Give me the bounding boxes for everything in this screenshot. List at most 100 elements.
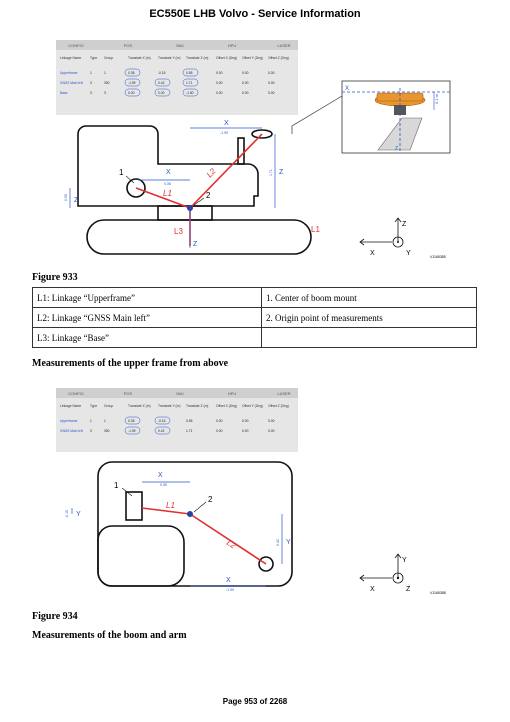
config-column-header: Linkage Name <box>60 404 81 408</box>
value-highlight <box>124 416 141 425</box>
legend-cell <box>261 327 477 348</box>
dim2-x-bottom-value: -1.99 <box>226 588 234 592</box>
config-cell: 0.00 <box>216 71 223 75</box>
config-tab-config: CONFIG <box>68 391 84 396</box>
legend-row: L3: Linkage “Base” <box>32 327 477 348</box>
inset-x-label: X <box>345 86 349 92</box>
dim2-x-bottom: X <box>226 577 231 584</box>
linkage-lines-2 <box>141 507 267 565</box>
dim-x-mid-value: 0.35 <box>164 182 171 186</box>
dim2-y-right-value: 0.42 <box>276 539 280 546</box>
config-cell: 0.42 <box>158 429 165 433</box>
config-column-header: Offset Y (Deg) <box>242 56 263 60</box>
label-L2: L2 <box>205 166 218 179</box>
legend-cell: 2. Origin point of measurements <box>261 307 477 328</box>
config-cell: 1 <box>104 71 106 75</box>
config-column-header: Offset Z (Deg) <box>268 404 289 408</box>
config-cell: 0.00 <box>242 71 249 75</box>
axis2-z-label: Z <box>406 586 411 593</box>
dim-x-top: X <box>224 120 229 127</box>
config-tab-hpu: HPU <box>228 43 237 48</box>
axes-indicator-1 <box>359 217 404 248</box>
config-column-header: Translate Z (m) <box>186 56 208 60</box>
config-column-header: Type <box>90 56 97 60</box>
figure-933-caption: Figure 933 <box>32 272 78 283</box>
antenna-inset: X Z 0.1 m <box>341 80 451 154</box>
dim2-y-left: Y <box>76 511 81 518</box>
value-highlight <box>154 416 171 425</box>
linkage-lines <box>135 133 263 246</box>
config-cell: 3 <box>104 91 106 95</box>
config-cell: 3 <box>90 429 92 433</box>
config-cell: 0.42 <box>158 81 165 85</box>
config-tab-imu: IMU <box>176 391 183 396</box>
dim-z-left: Z <box>74 197 79 204</box>
config-cell: GNSS Main left <box>60 429 83 433</box>
config-cell: 300 <box>104 429 110 433</box>
point2-2-label: 2 <box>208 495 213 504</box>
config-cell: 0.00 <box>268 71 275 75</box>
config-cell: 0.00 <box>216 91 223 95</box>
config-column-header: Offset X (Deg) <box>216 56 237 60</box>
axis-y-label: Y <box>406 250 411 257</box>
config-cell: 1 <box>90 419 92 423</box>
figure-code-2: V1165388 <box>430 591 446 595</box>
config-cell: 1 <box>90 71 92 75</box>
excavator-top-view <box>97 461 293 587</box>
config-cell: -0.15 <box>158 419 166 423</box>
config-cell: -1.99 <box>128 429 136 433</box>
point-2-label: 2 <box>206 191 211 200</box>
value-highlight <box>182 78 199 87</box>
dim-z-bottom: Z <box>193 241 198 248</box>
inset-z-label: Z <box>395 146 398 152</box>
legend-table: L1: Linkage “Upperframe”1. Center of boo… <box>32 287 477 348</box>
value-highlight <box>124 68 141 77</box>
axis-z-label: Z <box>402 221 407 228</box>
config-cell: 1.71 <box>186 429 193 433</box>
config-tab-imu: IMU <box>176 43 183 48</box>
point2-1-label: 1 <box>114 481 119 490</box>
figure-934-caption: Figure 934 <box>32 611 78 622</box>
excavator-side-view <box>77 125 312 255</box>
config-cell: 300 <box>104 81 110 85</box>
config-tab-pos: POS <box>124 391 133 396</box>
legend-row: L1: Linkage “Upperframe”1. Center of boo… <box>32 287 477 308</box>
config-column-header: Offset Z (Deg) <box>268 56 289 60</box>
config-cell: -1.50 <box>186 91 194 95</box>
dimension-lines <box>69 127 276 248</box>
config-column-header: Translate Y (m) <box>158 56 180 60</box>
config-cell: -1.99 <box>128 81 136 85</box>
value-highlight <box>154 426 171 435</box>
legend-cell: 1. Center of boom mount <box>261 287 477 308</box>
config-cell: 0.55 <box>186 419 193 423</box>
config-cell: 0.00 <box>216 81 223 85</box>
config-tab-laser: LASER <box>277 391 290 396</box>
label-L3: L3 <box>174 227 183 236</box>
dim2-x-top-value: 0.35 <box>160 483 167 487</box>
config-cell: 0.00 <box>268 91 275 95</box>
legend-cell: L2: Linkage “GNSS Main left” <box>32 307 262 328</box>
dim-z-right-value: 1.71 <box>269 169 273 176</box>
section-heading-boom-arm: Measurements of the boom and arm <box>32 630 187 641</box>
dim2-x-top: X <box>158 472 163 479</box>
config-column-header: Offset Y (Deg) <box>242 404 263 408</box>
label2-L1: L1 <box>166 501 175 510</box>
value-highlight <box>154 78 171 87</box>
config-cell: 0.00 <box>242 419 249 423</box>
value-highlight <box>154 88 171 97</box>
config-cell: 1.71 <box>186 81 193 85</box>
dim2-y-right: Y <box>286 539 291 546</box>
dim2-y-left-value: -0.15 <box>65 510 69 518</box>
legend-cell: L1: Linkage “Upperframe” <box>32 287 262 308</box>
value-highlight <box>182 68 199 77</box>
config-cell: 0.55 <box>186 71 193 75</box>
config-cell: 0.00 <box>268 429 275 433</box>
config-cell: 3 <box>90 91 92 95</box>
config-cell: 0.00 <box>242 91 249 95</box>
dim-x-top-value: -1.99 <box>220 131 228 135</box>
config-cell: Upperframe <box>60 419 78 423</box>
section-heading-upper-frame: Measurements of the upper frame from abo… <box>32 358 229 369</box>
config-tab-hpu: HPU <box>228 391 237 396</box>
